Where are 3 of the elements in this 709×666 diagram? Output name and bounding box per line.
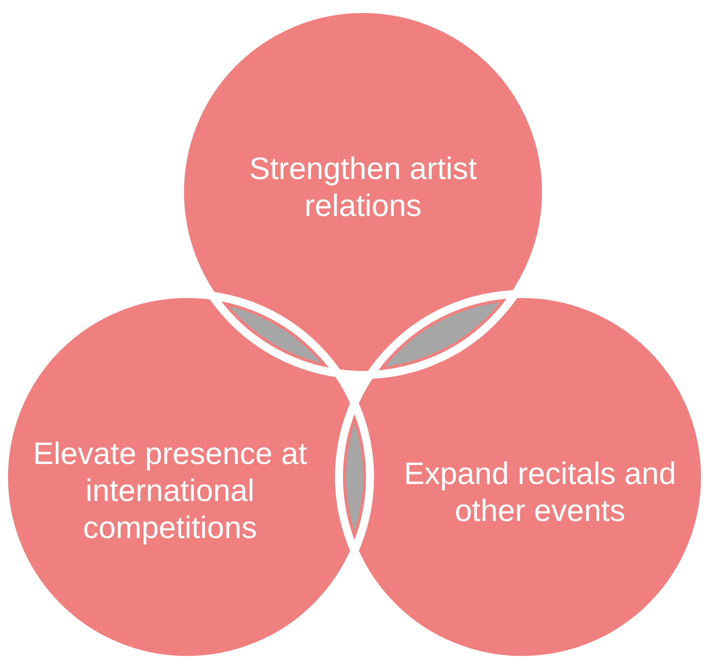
circle-label: Elevate presence at international competitions bbox=[32, 435, 308, 546]
circle-label: Expand recitals and other events bbox=[402, 455, 678, 529]
circle-label: Strengthen artist relations bbox=[248, 150, 478, 224]
